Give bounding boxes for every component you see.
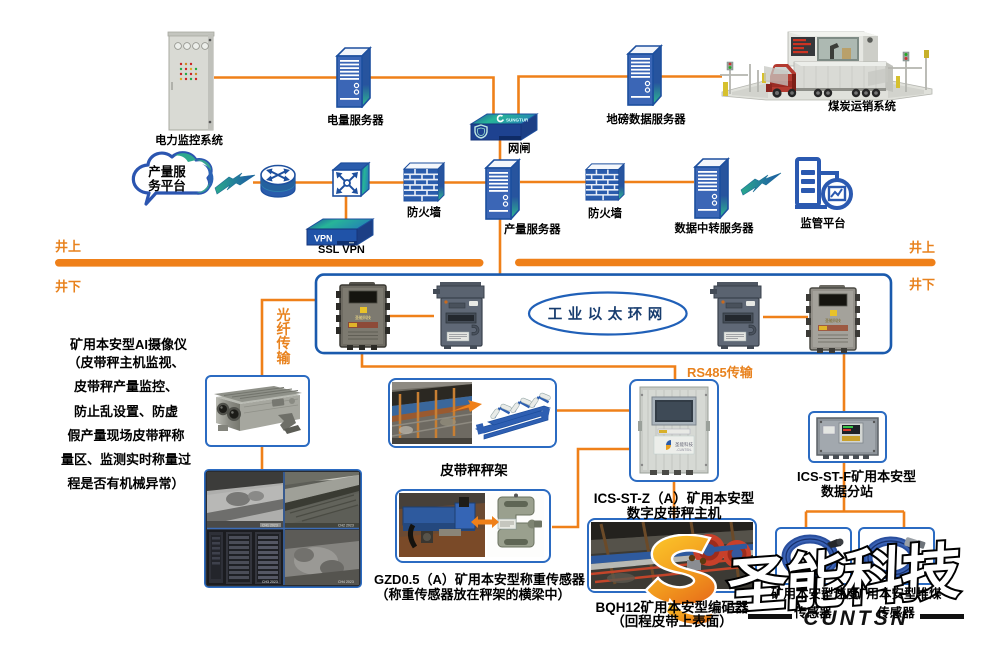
svg-text:产量服: 产量服 [148, 164, 186, 179]
svg-text:工业以太环网: 工业以太环网 [548, 305, 668, 323]
svg-text:-CUNTSN-: -CUNTSN- [676, 448, 691, 452]
svg-text:CH2 2023: CH2 2023 [338, 524, 354, 528]
svg-text:圣能科技: 圣能科技 [355, 314, 371, 320]
svg-text:CH3 2023: CH3 2023 [262, 580, 278, 584]
svg-text:圣能科技: 圣能科技 [825, 317, 841, 323]
svg-text:圣能科技: 圣能科技 [675, 441, 693, 448]
svg-text:CUNTSN: CUNTSN [803, 607, 909, 630]
svg-text:SUNGTUR: SUNGTUR [506, 118, 529, 123]
svg-text:CH4 2023: CH4 2023 [338, 580, 354, 584]
svg-text:CH1 2023: CH1 2023 [262, 524, 278, 528]
svg-text:VPN: VPN [314, 234, 333, 244]
svg-text:务平台: 务平台 [148, 178, 186, 193]
